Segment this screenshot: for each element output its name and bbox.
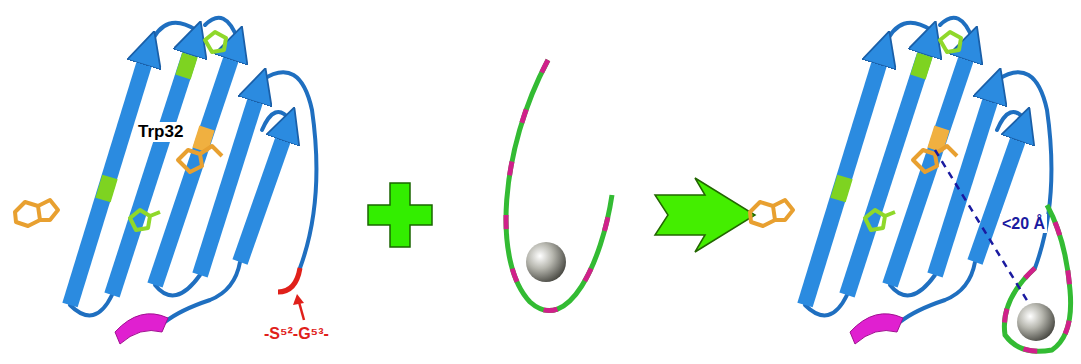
figure-label: <20 Å <box>1000 214 1047 233</box>
figure-label: Trp32 <box>136 122 185 142</box>
plus-sign <box>368 183 432 247</box>
metal-ion <box>526 242 566 282</box>
peptide-loop <box>506 60 612 311</box>
protein-cartoon <box>15 18 316 344</box>
site-arrow <box>293 294 304 320</box>
metal-ion <box>1017 303 1055 341</box>
reaction-arrow <box>655 178 755 252</box>
s52-g53-site <box>278 268 300 292</box>
protein-cartoon <box>750 18 1051 344</box>
figure-label: -S⁵²-G⁵³- <box>262 324 331 343</box>
